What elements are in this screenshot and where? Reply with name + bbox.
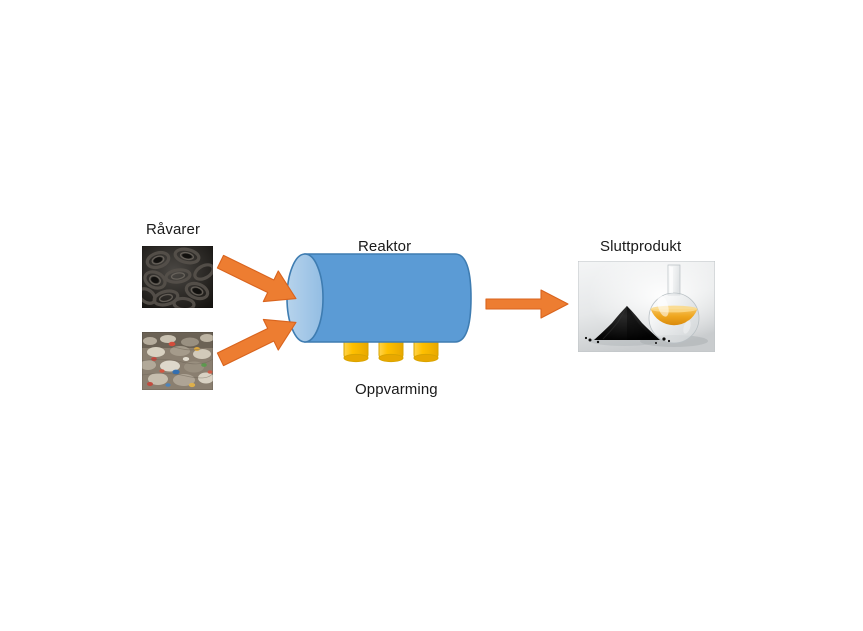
arrow-feed-waste bbox=[214, 308, 306, 372]
arrow-feed-tires-glyph bbox=[216, 254, 297, 303]
image-scrap-tires bbox=[142, 246, 213, 308]
carbon-powder-pile bbox=[584, 305, 671, 344]
arrow-output-product bbox=[485, 288, 570, 320]
image-mixed-waste bbox=[142, 332, 213, 390]
arrow-feed-tires bbox=[214, 250, 306, 312]
oil-flask bbox=[648, 264, 700, 344]
image-final-product bbox=[578, 261, 715, 352]
arrow-output-product-glyph bbox=[485, 289, 569, 319]
label-final-product: Sluttprodukt bbox=[600, 238, 682, 255]
label-raw-materials: Råvarer bbox=[146, 221, 201, 238]
label-heating: Oppvarming bbox=[355, 381, 438, 398]
scrap-tires-artwork bbox=[142, 246, 213, 308]
reactor-vessel[interactable] bbox=[285, 252, 480, 370]
label-reactor: Reaktor bbox=[358, 238, 412, 255]
final-product-artwork bbox=[578, 261, 715, 352]
reactor-artwork bbox=[286, 253, 472, 363]
arrow-feed-waste-glyph bbox=[216, 318, 297, 367]
mixed-waste-artwork bbox=[142, 332, 213, 390]
reactor-body bbox=[304, 253, 472, 343]
